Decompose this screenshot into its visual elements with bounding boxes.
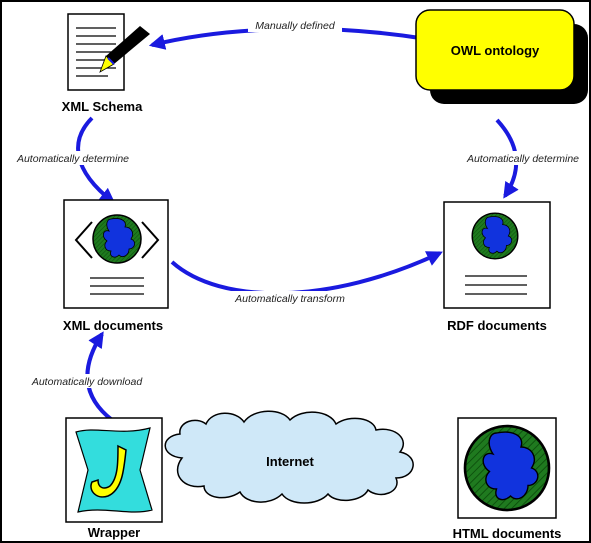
edge-label-auto-determine-right: Automatically determine xyxy=(466,153,579,165)
edge-label-auto-download: Automatically download xyxy=(31,376,143,388)
wrapper-node: Wrapper xyxy=(65,417,163,540)
html-documents-label: HTML documents xyxy=(453,526,562,541)
xml-globe-document-icon xyxy=(63,199,169,309)
cloud-icon xyxy=(164,410,414,504)
edge-label-auto-determine-left: Automatically determine xyxy=(16,153,129,165)
wrapper-label: Wrapper xyxy=(88,525,141,540)
html-documents-node: HTML documents xyxy=(453,417,562,541)
xml-schema-node: XML Schema xyxy=(62,13,150,114)
internet-node: Internet xyxy=(164,410,414,504)
rdf-documents-node: RDF documents xyxy=(443,201,551,333)
xml-schema-label: XML Schema xyxy=(62,99,143,114)
globe-document-icon xyxy=(443,201,551,309)
xml-documents-node: XML documents xyxy=(63,199,169,333)
wrapper-icon xyxy=(65,417,163,523)
pen-on-document-icon xyxy=(67,13,150,91)
globe-icon xyxy=(457,417,557,519)
edge-label-manually-defined: Manually defined xyxy=(255,20,336,32)
rdf-documents-label: RDF documents xyxy=(447,318,547,333)
internet-label: Internet xyxy=(266,454,314,469)
owl-ontology-node: OWL ontology xyxy=(415,9,588,104)
edge-label-auto-transform: Automatically transform xyxy=(234,293,345,305)
xml-documents-label: XML documents xyxy=(63,318,163,333)
owl-ontology-label: OWL ontology xyxy=(451,43,540,58)
